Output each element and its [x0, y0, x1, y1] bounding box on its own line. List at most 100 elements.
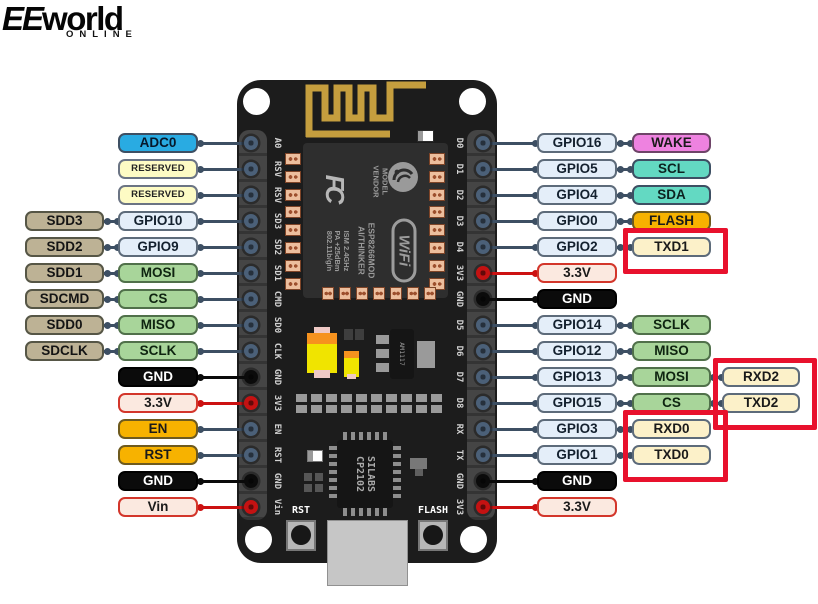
pin-wire: [198, 349, 251, 353]
wire-junction-dot: [531, 477, 539, 485]
pin-wire: [483, 401, 537, 405]
pin-wire: [483, 193, 537, 197]
pin-label-gpio12: GPIO12: [537, 341, 617, 361]
pin-label-gnd: GND: [118, 367, 198, 387]
esp8266-module: FC MODEL VENDOR ESP8266MOD AI/THINKER IS…: [303, 143, 448, 298]
header-pin: [244, 396, 258, 410]
usb-connector: [327, 520, 408, 586]
wire-junction-dot: [531, 347, 539, 355]
mounting-hole: [244, 525, 272, 553]
pin-label-en: EN: [118, 419, 198, 439]
capacitor-pad: [347, 374, 356, 379]
pin-wire: [617, 193, 633, 197]
wire-junction-dot: [531, 191, 539, 199]
pin-label-gpio1: GPIO1: [537, 445, 617, 465]
module-spec-text: ISM 2.4GHz PA +25dBm 802.11b/g/n: [324, 216, 351, 286]
ai-thinker-logo-icon: [388, 162, 418, 192]
resistor-array-pad: [416, 394, 427, 402]
module-id-text: ESP8266MOD AI/THINKER: [357, 215, 377, 287]
resistor: [355, 329, 364, 340]
wire-junction-dot: [196, 425, 204, 433]
wire-junction-dot: [626, 217, 634, 225]
pcb-antenna-icon: [305, 81, 426, 138]
wire-junction-dot: [196, 477, 204, 485]
wire-junction-dot: [531, 243, 539, 251]
wire-junction-dot: [616, 425, 624, 433]
resistor-array-pad: [416, 405, 427, 413]
module-pad: [429, 153, 445, 165]
chip-pins: [343, 432, 388, 440]
wire-junction-dot: [616, 139, 624, 147]
pin-label-gnd: GND: [537, 471, 617, 491]
pin-label-33v: 3.3V: [118, 393, 198, 413]
pin-wire: [483, 323, 537, 327]
eeworld-logo: EEworld ONLINE: [2, 2, 138, 41]
pin-wire: [483, 453, 537, 457]
wire-junction-dot: [717, 399, 725, 407]
pin-label-sdd3: SDD3: [25, 211, 104, 231]
wifi-logo: WiFi: [391, 218, 417, 283]
module-spec-std: 802.11b/g/n: [324, 230, 334, 272]
header-pin: [244, 500, 258, 514]
resistor-array-pad: [431, 394, 442, 402]
module-pad: [429, 171, 445, 183]
pin-wire: [483, 219, 537, 223]
module-pad: [285, 260, 301, 272]
wire-junction-dot: [616, 321, 624, 329]
wire-junction-dot: [531, 217, 539, 225]
pin-label-gpio2: GPIO2: [537, 237, 617, 257]
pin-wire: [617, 375, 633, 379]
resistor-array-pad: [326, 405, 337, 413]
chip-pins: [393, 446, 401, 502]
pin-label-gpio4: GPIO4: [537, 185, 617, 205]
flash-button-cap[interactable]: [423, 525, 443, 545]
pin-wire: [198, 219, 251, 223]
header-pin: [476, 162, 490, 176]
pin-label-sclk: SCLK: [118, 341, 198, 361]
chip-model: CP2102: [354, 455, 365, 493]
resistor-array-pad: [296, 394, 307, 402]
wire-junction-dot: [113, 269, 121, 277]
resistor-array-pad: [386, 394, 397, 402]
wire-junction-dot: [196, 269, 204, 277]
led: [307, 450, 323, 462]
regulator-pin: [376, 335, 389, 344]
pin-label-txd0: TXD0: [632, 445, 711, 465]
wire-junction-dot: [531, 399, 539, 407]
header-pin: [476, 292, 490, 306]
wire-junction-dot: [616, 243, 624, 251]
mounting-hole: [242, 87, 270, 115]
voltage-regulator: [390, 329, 414, 379]
pin-label-gpio9: GPIO9: [118, 237, 198, 257]
resistor-array-pad: [326, 394, 337, 402]
resistor-array-pad: [356, 394, 367, 402]
smd-pad: [315, 484, 323, 492]
silkscreen-label: Vin: [272, 498, 282, 516]
pin-wire: [104, 297, 120, 301]
mounting-hole: [459, 525, 487, 553]
regulator-label: AM1117: [398, 342, 406, 366]
chip-brand: SILABS: [365, 455, 376, 493]
module-pad: [429, 224, 445, 236]
wire-junction-dot: [196, 217, 204, 225]
module-spec-pa: PA +25dBm: [333, 230, 343, 272]
logo-wordmark: EEworld: [2, 2, 138, 36]
module-pad: [285, 171, 301, 183]
pin-wire: [104, 245, 120, 249]
capacitor-pad: [314, 327, 330, 335]
regulator-tab: [417, 341, 435, 368]
header-pin: [476, 474, 490, 488]
wire-junction-dot: [196, 321, 204, 329]
smd-component: [410, 458, 427, 469]
module-chip-name: ESP8266MOD: [366, 222, 377, 279]
wire-junction-dot: [196, 243, 204, 251]
pin-label-sdd0: SDD0: [25, 315, 104, 335]
header-pin: [476, 344, 490, 358]
pin-label-gpio13: GPIO13: [537, 367, 617, 387]
pin-wire: [198, 297, 251, 301]
rst-button-cap[interactable]: [291, 525, 311, 545]
pin-wire: [483, 245, 537, 249]
resistor-array-pad: [431, 405, 442, 413]
wire-junction-dot: [196, 399, 204, 407]
pin-wire: [104, 219, 120, 223]
